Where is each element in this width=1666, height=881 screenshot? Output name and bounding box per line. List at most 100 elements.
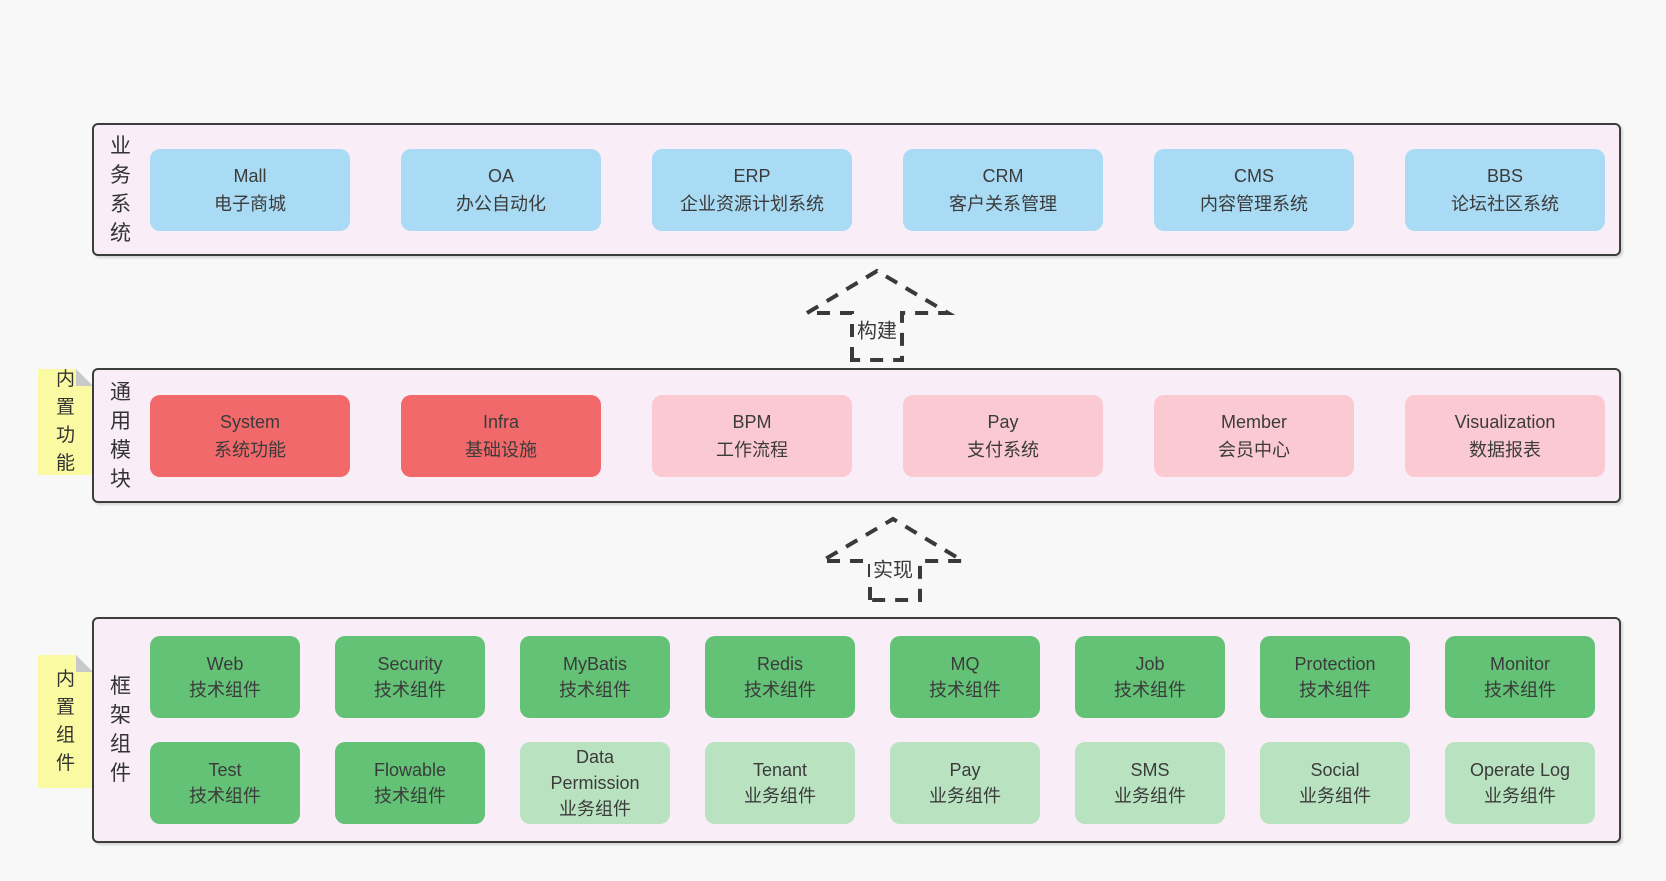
- node-subtitle: 技术组件: [559, 680, 631, 700]
- node-subtitle: 基础设施: [465, 439, 537, 460]
- node-subtitle: 数据报表: [1469, 439, 1541, 460]
- node-bbs: BBS 论坛社区系统: [1405, 148, 1605, 231]
- folded-corner-icon: [76, 655, 93, 672]
- node-subtitle: 技术组件: [1299, 680, 1371, 700]
- node-subtitle: 业务组件: [1484, 786, 1556, 806]
- node-subtitle: 办公自动化: [456, 193, 546, 214]
- node-erp: ERP 企业资源计划系统: [652, 148, 852, 231]
- node-member: Member 会员中心: [1154, 394, 1354, 477]
- node-title: CRM: [982, 165, 1024, 186]
- arrow-label-implement: 实现: [870, 553, 916, 583]
- node-title: Pay: [949, 760, 981, 780]
- node-pay-system: Pay 支付系统: [903, 394, 1103, 477]
- node-title: MyBatis: [562, 654, 627, 674]
- node-protection: Protection 技术组件: [1260, 636, 1410, 718]
- node-security: Security 技术组件: [335, 636, 485, 718]
- node-title: Redis: [756, 654, 804, 674]
- node-cms: CMS 内容管理系统: [1154, 148, 1354, 231]
- node-subtitle: 企业资源计划系统: [680, 193, 824, 214]
- node-tenant: Tenant 业务组件: [705, 742, 855, 824]
- node-visualization: Visualization 数据报表: [1405, 394, 1605, 477]
- node-title: MQ: [950, 654, 980, 674]
- node-subtitle: 业务组件: [1299, 786, 1371, 806]
- node-subtitle: 支付系统: [967, 439, 1039, 460]
- node-bpm: BPM 工作流程: [652, 394, 852, 477]
- node-redis: Redis 技术组件: [705, 636, 855, 718]
- node-mall: Mall 电子商城: [150, 148, 350, 231]
- sticky-note-built-in-components: 内置组件: [38, 655, 93, 788]
- node-title: Operate Log: [1469, 760, 1571, 780]
- node-title: Mall: [233, 165, 267, 186]
- node-title: SMS: [1130, 760, 1170, 780]
- node-system: System 系统功能: [150, 394, 350, 477]
- folded-corner-icon: [76, 369, 93, 386]
- node-title: CMS: [1234, 165, 1274, 186]
- node-title: Infra: [482, 411, 520, 432]
- node-subtitle: 内容管理系统: [1200, 193, 1308, 214]
- module-node-row: System 系统功能 Infra 基础设施 BPM 工作流程 Pay 支付系统…: [150, 370, 1605, 501]
- sticky-note-label: 内置组件: [55, 668, 75, 774]
- node-web: Web 技术组件: [150, 636, 300, 718]
- node-title: Test: [208, 760, 242, 780]
- arrow-label-build: 构建: [854, 314, 900, 344]
- node-crm: CRM 客户关系管理: [903, 148, 1103, 231]
- component-row-2: Test 技术组件 Flowable 技术组件 Data Permission …: [150, 742, 1595, 824]
- sticky-note-built-in-features: 内置功能: [38, 369, 93, 475]
- node-oa: OA 办公自动化: [401, 148, 601, 231]
- node-title: Tenant: [752, 760, 808, 780]
- node-title: Monitor: [1489, 654, 1551, 674]
- node-infra: Infra 基础设施: [401, 394, 601, 477]
- node-subtitle: 业务组件: [559, 799, 631, 819]
- node-monitor: Monitor 技术组件: [1445, 636, 1595, 718]
- business-node-row: Mall 电子商城 OA 办公自动化 ERP 企业资源计划系统 CRM 客户关系…: [150, 125, 1605, 254]
- node-operate-log: Operate Log 业务组件: [1445, 742, 1595, 824]
- up-arrow-icon: [815, 516, 971, 602]
- node-pay-component: Pay 业务组件: [890, 742, 1040, 824]
- node-title: Web: [206, 654, 244, 674]
- node-data-permission: Data Permission 业务组件: [520, 742, 670, 824]
- node-subtitle: 业务组件: [1114, 786, 1186, 806]
- node-subtitle: 电子商城: [214, 193, 286, 214]
- section-framework-components: 框架组件 Web 技术组件 Security 技术组件 MyBatis 技术组件…: [92, 617, 1621, 843]
- node-subtitle: 会员中心: [1218, 439, 1290, 460]
- node-social: Social 业务组件: [1260, 742, 1410, 824]
- node-subtitle: 技术组件: [1114, 680, 1186, 700]
- node-title: BPM: [732, 411, 772, 432]
- section-label: 通用模块: [110, 380, 131, 491]
- node-title: Member: [1220, 411, 1287, 432]
- section-label: 业务系统: [110, 134, 131, 245]
- node-title: Pay: [987, 411, 1019, 432]
- node-subtitle: 业务组件: [744, 786, 816, 806]
- node-title: Protection: [1294, 654, 1376, 674]
- node-title: OA: [487, 165, 514, 186]
- node-test: Test 技术组件: [150, 742, 300, 824]
- node-title: Security: [377, 654, 443, 674]
- node-job: Job 技术组件: [1075, 636, 1225, 718]
- node-title: BBS: [1486, 165, 1524, 186]
- node-title: Flowable: [373, 760, 447, 780]
- node-subtitle: 技术组件: [374, 786, 446, 806]
- component-row-1: Web 技术组件 Security 技术组件 MyBatis 技术组件 Redi…: [150, 636, 1595, 718]
- node-title: Visualization: [1454, 411, 1556, 432]
- node-subtitle: 客户关系管理: [949, 193, 1057, 214]
- node-subtitle: 技术组件: [189, 680, 261, 700]
- sticky-note-label: 内置功能: [55, 369, 75, 474]
- node-title: Data Permission: [550, 747, 640, 793]
- node-subtitle: 业务组件: [929, 786, 1001, 806]
- section-common-modules: 通用模块 System 系统功能 Infra 基础设施 BPM 工作流程 Pay…: [92, 368, 1621, 503]
- node-title: Job: [1135, 654, 1165, 674]
- node-subtitle: 技术组件: [929, 680, 1001, 700]
- node-mybatis: MyBatis 技术组件: [520, 636, 670, 718]
- node-title: ERP: [733, 165, 771, 186]
- up-arrow-icon: [800, 268, 956, 362]
- component-grid: Web 技术组件 Security 技术组件 MyBatis 技术组件 Redi…: [150, 636, 1595, 824]
- node-subtitle: 技术组件: [744, 680, 816, 700]
- node-title: System: [219, 411, 280, 432]
- node-subtitle: 技术组件: [1484, 680, 1556, 700]
- node-subtitle: 技术组件: [189, 786, 261, 806]
- node-mq: MQ 技术组件: [890, 636, 1040, 718]
- node-flowable: Flowable 技术组件: [335, 742, 485, 824]
- node-subtitle: 论坛社区系统: [1451, 193, 1559, 214]
- node-sms: SMS 业务组件: [1075, 742, 1225, 824]
- node-subtitle: 系统功能: [214, 439, 286, 460]
